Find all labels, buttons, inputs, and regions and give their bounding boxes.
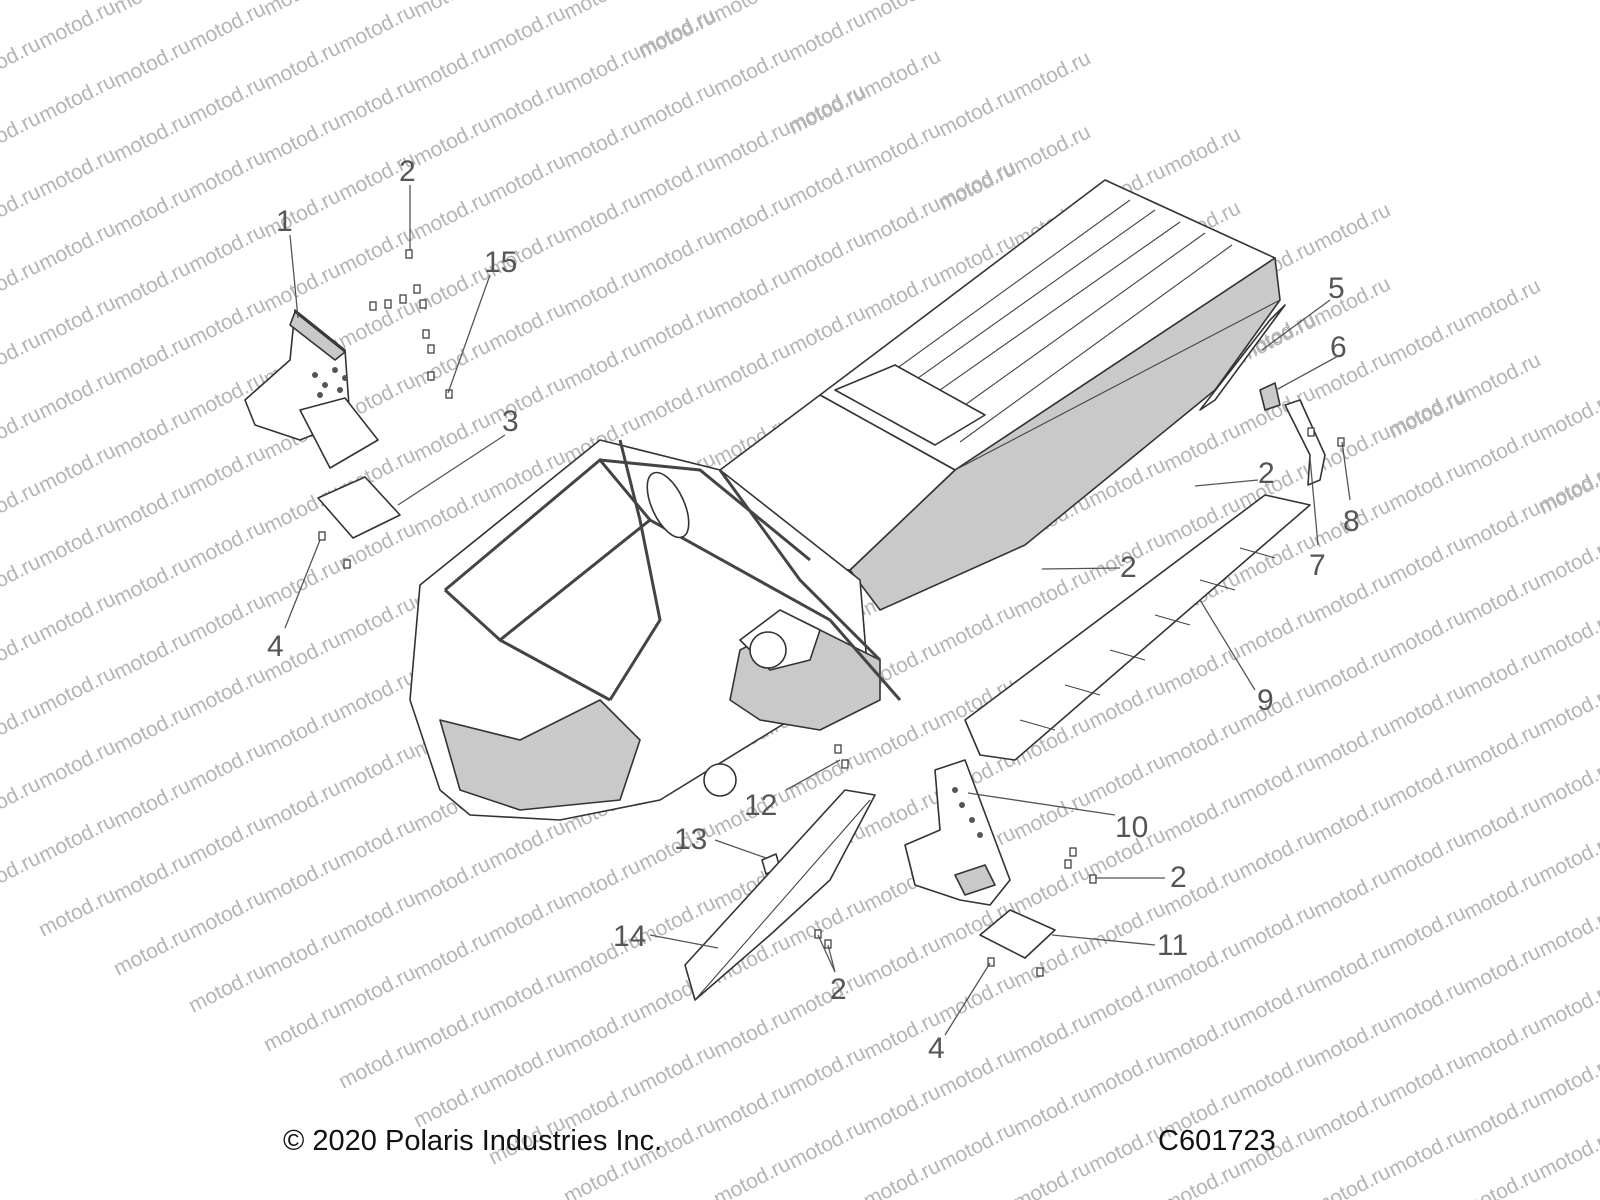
callout-label: 10 (1115, 811, 1148, 844)
copyright-text: © 2020 Polaris Industries Inc. (283, 1125, 663, 1157)
part-3-plate-icon (317, 476, 401, 539)
part-9-footrest-icon (964, 494, 1311, 761)
callout-label: 4 (928, 1032, 945, 1065)
callout-label: 14 (613, 920, 646, 953)
part-14-panel-icon (684, 789, 876, 1001)
chassis-frame (409, 179, 1281, 821)
callout-label: 2 (1258, 457, 1275, 490)
callout-label: 7 (1309, 549, 1326, 582)
callout-label: 1 (276, 205, 293, 238)
callout-label: 2 (1120, 551, 1137, 584)
leader-lines (284, 185, 1351, 1036)
part-10-bulkhead-icon (904, 759, 1011, 906)
callout-label: 6 (1330, 331, 1347, 364)
callout-label: 13 (674, 823, 707, 856)
fastener-icon (318, 249, 1345, 977)
callout-label: 8 (1343, 505, 1360, 538)
callout-label: 9 (1257, 684, 1274, 717)
callout-label: 12 (744, 789, 777, 822)
callout-label: 4 (267, 630, 284, 663)
diagram-code: C601723 (1158, 1125, 1276, 1157)
part-6-bracket-icon (1259, 382, 1281, 411)
callout-numbers: 1 2 15 5 6 3 2 8 7 2 4 9 12 10 13 2 14 1… (267, 155, 1360, 1065)
part-5-rail-icon (1199, 304, 1286, 411)
part-11-plate-icon (979, 909, 1056, 959)
part-7-bracket-icon (1284, 399, 1326, 486)
callout-label: 2 (1170, 861, 1187, 894)
callout-label: 2 (399, 155, 416, 188)
part-1-bulkhead-icon (244, 309, 379, 469)
callout-label: 5 (1328, 272, 1345, 305)
callout-label: 11 (1157, 929, 1188, 962)
callout-label: 15 (484, 246, 517, 279)
callout-label: 2 (830, 973, 847, 1006)
callout-label: 3 (502, 405, 519, 438)
